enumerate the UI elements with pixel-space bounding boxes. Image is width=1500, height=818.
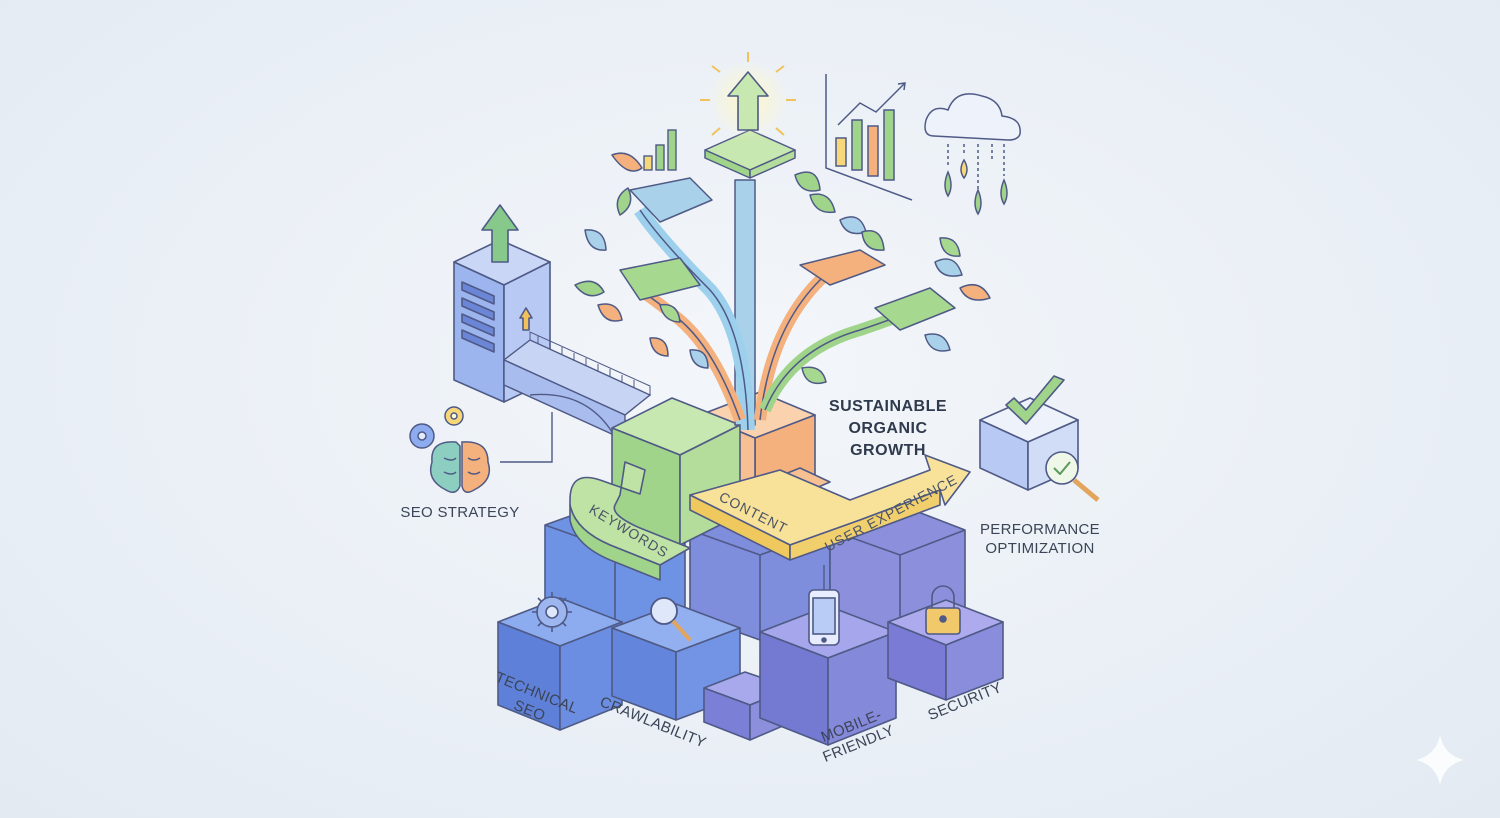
brain-icon	[409, 406, 491, 493]
cloud-rain-icon	[924, 93, 1021, 216]
technical-seo-block	[497, 597, 623, 731]
diagram-title: SUSTAINABLE ORGANIC GROWTH	[828, 398, 948, 459]
padlock-icon	[925, 585, 961, 635]
seo-strategy-label: SEO STRATEGY	[400, 504, 520, 521]
bar-chart-icon	[825, 74, 913, 201]
magnifier-icon	[650, 597, 692, 642]
building-icon	[453, 204, 551, 403]
tree	[574, 129, 991, 431]
strategy-connector	[500, 412, 553, 463]
performance-optimization-label: PERFORMANCE OPTIMIZATION	[980, 521, 1100, 557]
smartphone-icon	[808, 589, 840, 646]
bar-chart-small-icon	[643, 129, 677, 171]
sparkle-icon	[1416, 735, 1464, 785]
growth-path-arrow	[569, 454, 971, 581]
checkmark-icon	[979, 375, 1100, 502]
gear-icon	[532, 592, 572, 632]
growth-arrow-icon	[700, 52, 796, 140]
